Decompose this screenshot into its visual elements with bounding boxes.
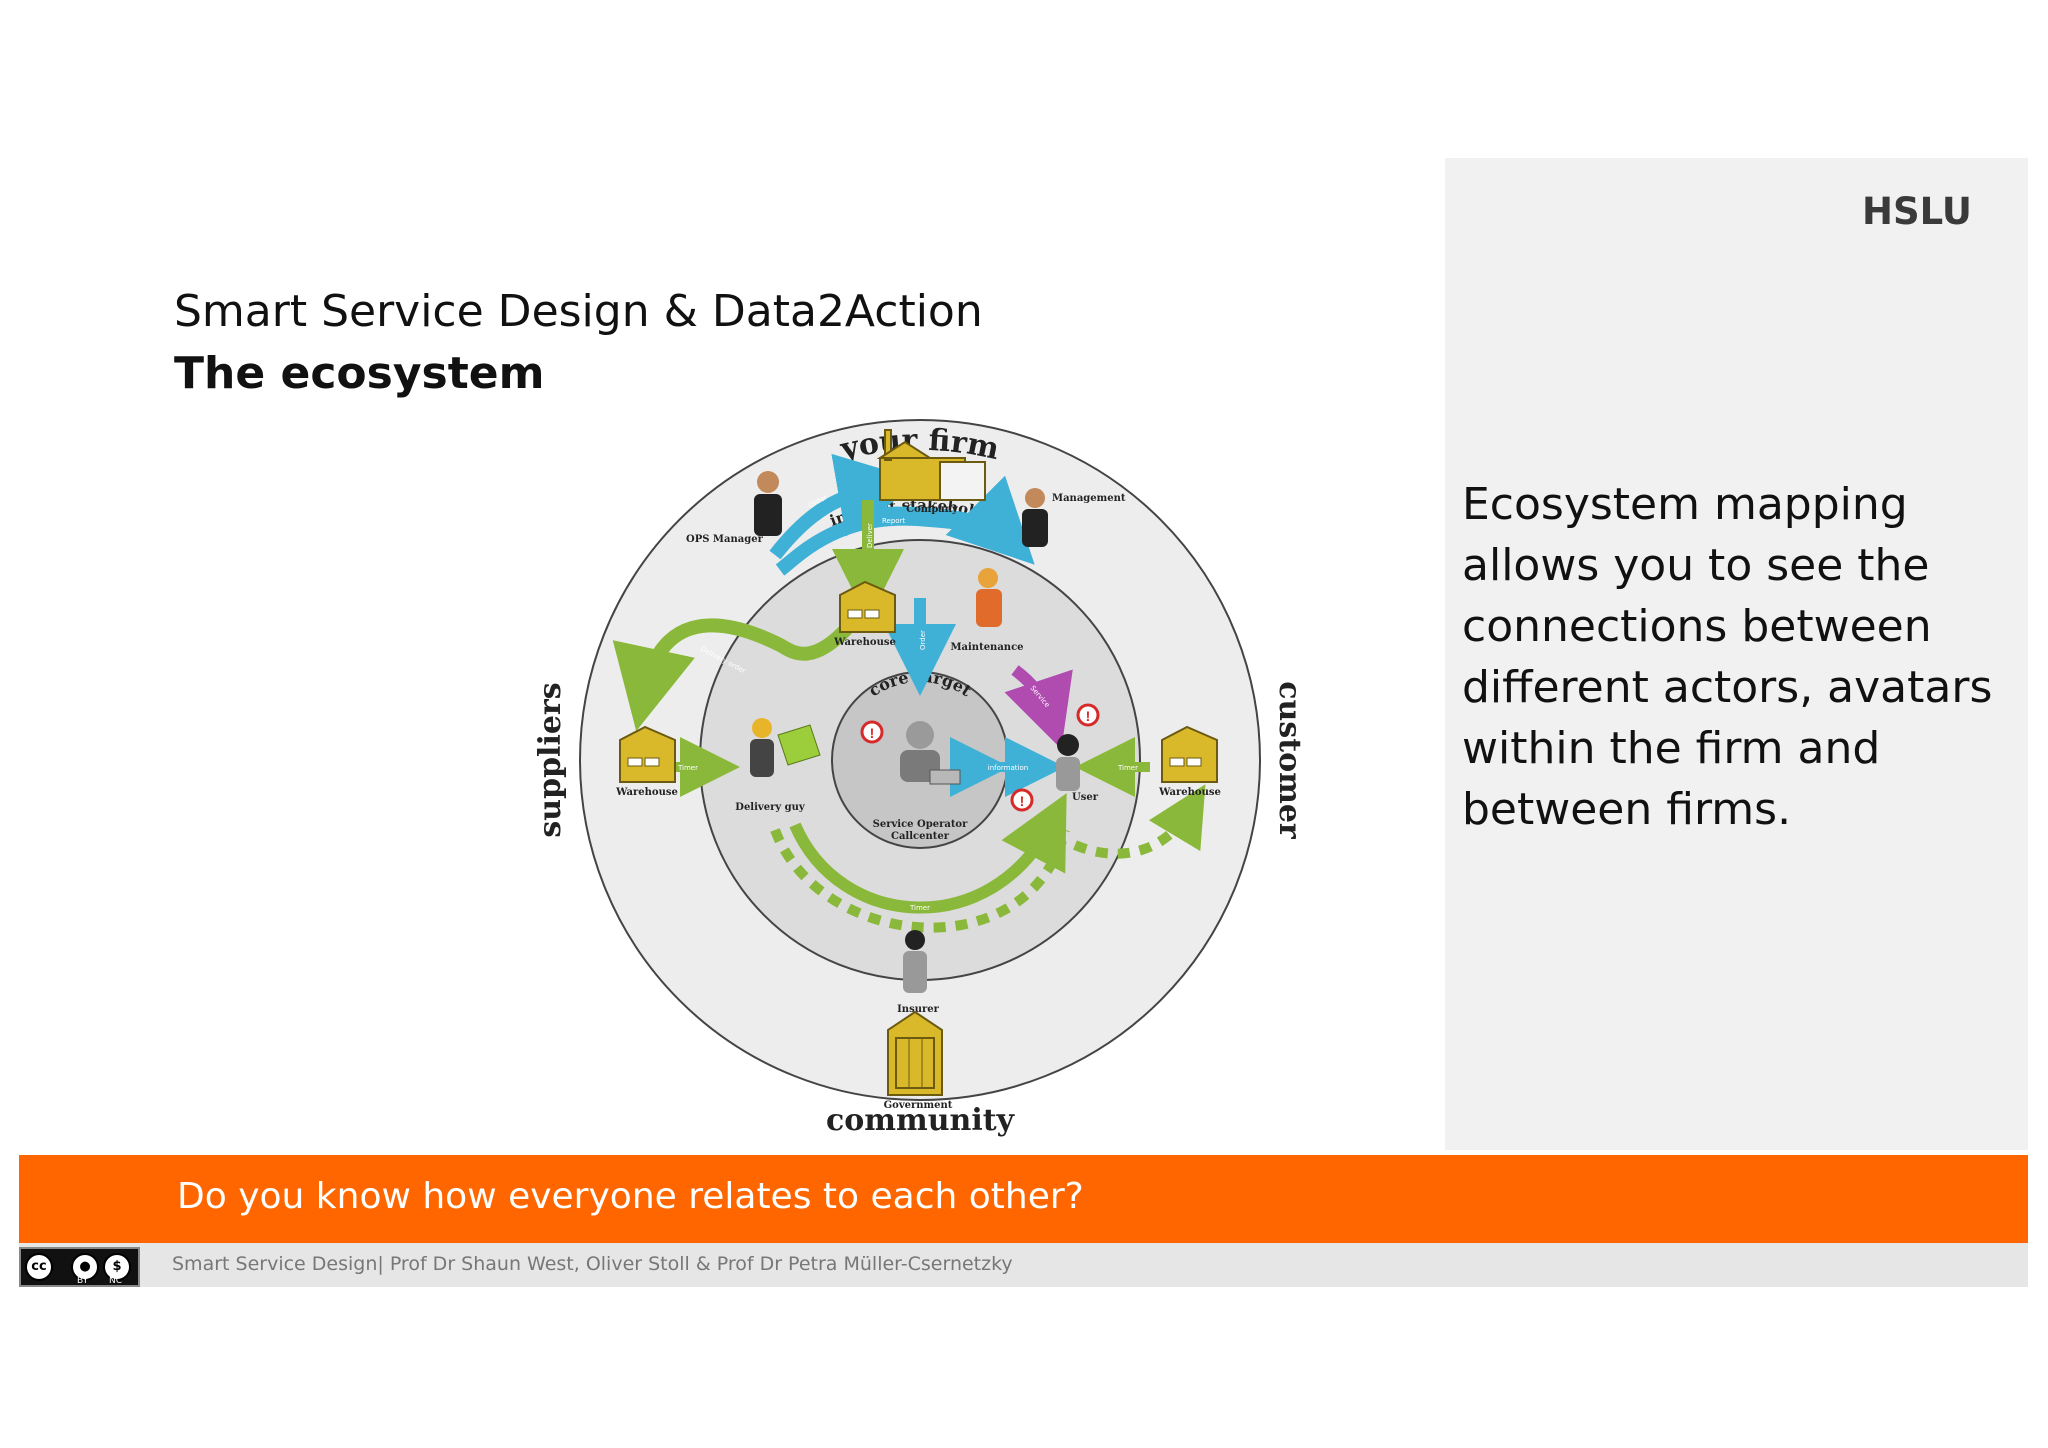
label-delivery-guy: Delivery guy	[735, 802, 806, 813]
by-person-icon: ●	[71, 1253, 99, 1281]
label-warehouse-customer: Warehouse	[1158, 787, 1221, 798]
cc-icon: cc	[25, 1253, 53, 1281]
flow-delivery-order	[612, 618, 856, 732]
alert-icon-right-top: !	[1076, 703, 1100, 727]
label-callcenter: Callcenter	[891, 831, 950, 842]
warehouse-supplier-icon	[619, 725, 676, 783]
management-person-icon	[1022, 488, 1048, 547]
ops-manager-person-icon	[754, 471, 782, 536]
label-management: Management	[1052, 493, 1126, 504]
company-building-icon	[876, 429, 986, 501]
footer-bar	[19, 1243, 2028, 1287]
flow-label-report: Report	[882, 517, 905, 525]
insurer-person-icon	[903, 930, 927, 993]
label-insurer: Insurer	[897, 1004, 939, 1015]
flow-label-timer-right: Timer	[1117, 764, 1138, 772]
flow-label-deliver: Deliver	[866, 523, 874, 548]
delivery-guy-person-icon	[750, 718, 821, 777]
label-maintenance: Maintenance	[950, 642, 1023, 653]
slide-title: Smart Service Design & Data2Action	[174, 286, 983, 337]
sector-label-suppliers: suppliers	[533, 682, 568, 837]
flow-timer-bottom	[789, 793, 1067, 914]
label-company: Company	[906, 504, 959, 515]
flow-dotted-right	[1073, 784, 1206, 859]
nc-icon: $	[103, 1253, 131, 1281]
warehouse-customer-icon	[1161, 725, 1218, 783]
maintenance-person-icon	[976, 568, 1002, 627]
alert-icon-left: !	[860, 720, 884, 744]
footer-credits: Smart Service Design| Prof Dr Shaun West…	[172, 1253, 1013, 1275]
svg-text:!: !	[1020, 793, 1025, 809]
label-warehouse-firm: Warehouse	[833, 637, 896, 648]
alert-icon-right-bottom: !	[1010, 788, 1034, 812]
label-user: User	[1072, 792, 1099, 803]
flow-service	[1004, 665, 1073, 750]
cc-license-badge[interactable]: cc ● $ BY NC	[19, 1247, 140, 1287]
flow-report-main	[859, 475, 1035, 565]
flow-label-information: information	[988, 764, 1028, 772]
service-operator-person-icon	[900, 721, 961, 785]
sector-label-community: community	[826, 1103, 1016, 1138]
nc-label: NC	[109, 1276, 123, 1286]
label-ops-manager: OPS Manager	[686, 534, 764, 545]
label-government: Government	[884, 1100, 953, 1111]
user-person-icon	[1056, 734, 1080, 791]
ecosystem-diagram: your firm indirect stakeholders communit…	[533, 419, 1307, 1138]
flow-label-order-mid: Order	[919, 630, 927, 650]
flow-order-top	[769, 453, 922, 560]
svg-text:!: !	[870, 725, 875, 741]
label-warehouse-supplier: Warehouse	[615, 787, 678, 798]
flow-dotted-bottom	[770, 828, 1070, 933]
svg-text:!: !	[1086, 708, 1091, 724]
flow-label-timer-left: Timer	[677, 764, 698, 772]
question-banner-text: Do you know how everyone relates to each…	[177, 1176, 1084, 1217]
label-service-operator: Service Operator	[873, 819, 968, 830]
slide-subtitle: The ecosystem	[174, 348, 545, 399]
flow-label-timer-bottom: Timer	[909, 904, 930, 912]
question-banner	[19, 1155, 2028, 1243]
hslu-logo: HSLU	[1862, 190, 1972, 233]
government-building-icon	[887, 1010, 943, 1096]
by-label: BY	[77, 1276, 89, 1286]
warehouse-firm-icon	[839, 580, 896, 633]
side-description: Ecosystem mapping allows you to see the …	[1462, 479, 1993, 835]
side-panel	[1445, 158, 2028, 1150]
sector-label-customer: customer	[1272, 681, 1307, 840]
